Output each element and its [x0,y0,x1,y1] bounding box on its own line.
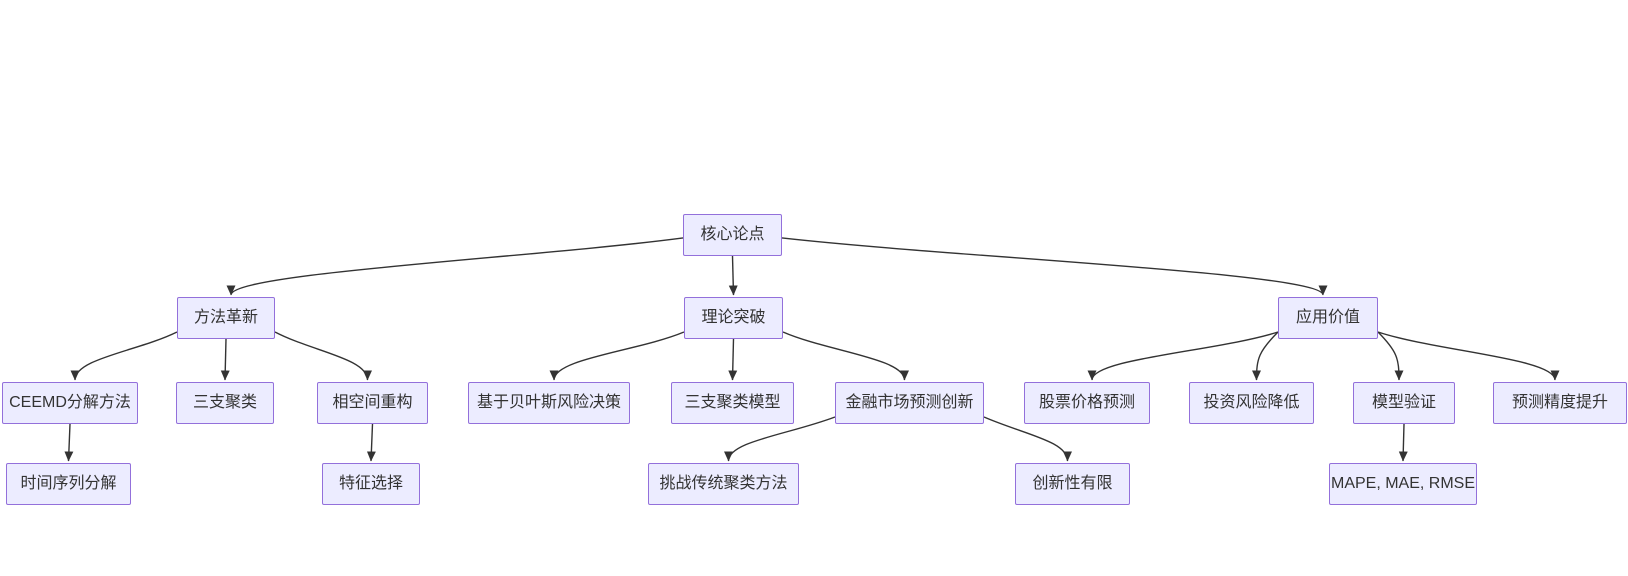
edge-phase-space-feat-sel [366,423,376,462]
node-challenge: 挑战传统聚类方法 [648,463,799,505]
node-core: 核心论点 [683,214,782,256]
node-value: 应用价值 [1278,297,1378,339]
node-label: 股票价格预测 [1038,394,1135,411]
node-stock-pred: 股票价格预测 [1024,382,1150,424]
edge-model-valid-metrics [1398,423,1408,462]
node-ceemd: CEEMD分解方法 [2,382,138,424]
node-theory: 理论突破 [684,297,783,339]
node-label: 挑战传统聚类方法 [659,475,788,492]
node-fin-innov: 金融市场预测创新 [835,382,984,424]
edge-method-phase-space [274,331,372,381]
node-label: 投资风险降低 [1203,394,1300,411]
node-feat-sel: 特征选择 [322,463,420,505]
node-label: 应用价值 [1295,309,1360,326]
node-three-model: 三支聚类模型 [671,382,794,424]
edge-value-risk-reduce [1252,331,1279,381]
node-bayes: 基于贝叶斯风险决策 [468,382,630,424]
edge-core-method [226,237,684,296]
node-label: 金融市场预测创新 [845,394,974,411]
node-label: 三支聚类 [192,394,257,411]
edge-theory-fin-innov [782,331,909,381]
edge-value-stock-pred [1087,331,1279,381]
node-label: CEEMD分解方法 [9,394,131,411]
edge-theory-three-model [728,338,738,381]
edge-value-precision [1377,331,1560,381]
node-risk-reduce: 投资风险降低 [1189,382,1314,424]
edge-method-ceemd [70,331,178,381]
node-limited-innov: 创新性有限 [1015,463,1130,505]
node-three-cluster: 三支聚类 [176,382,274,424]
node-phase-space: 相空间重构 [317,382,428,424]
node-method: 方法革新 [177,297,275,339]
edge-core-theory [728,255,738,296]
node-label: MAPE, MAE, RMSE [1330,475,1476,492]
node-precision: 预测精度提升 [1493,382,1627,424]
node-label: 三支聚类模型 [684,394,781,411]
node-label: 时间序列分解 [20,475,117,492]
node-label: 基于贝叶斯风险决策 [476,394,621,411]
node-label: 模型验证 [1371,394,1436,411]
node-label: 相空间重构 [332,394,413,411]
node-label: 预测精度提升 [1511,394,1608,411]
node-ts-decomp: 时间序列分解 [6,463,131,505]
node-label: 核心论点 [700,226,765,243]
edge-ceemd-ts-decomp [64,423,74,462]
node-metrics: MAPE, MAE, RMSE [1329,463,1477,505]
node-label: 方法革新 [193,309,258,326]
node-label: 特征选择 [338,475,403,492]
node-label: 创新性有限 [1032,475,1113,492]
edge-core-value [781,237,1328,296]
edge-theory-bayes [549,331,685,381]
node-label: 理论突破 [701,309,766,326]
edge-value-model-valid [1377,331,1404,381]
edge-method-three-cluster [220,338,230,381]
node-model-valid: 模型验证 [1353,382,1455,424]
